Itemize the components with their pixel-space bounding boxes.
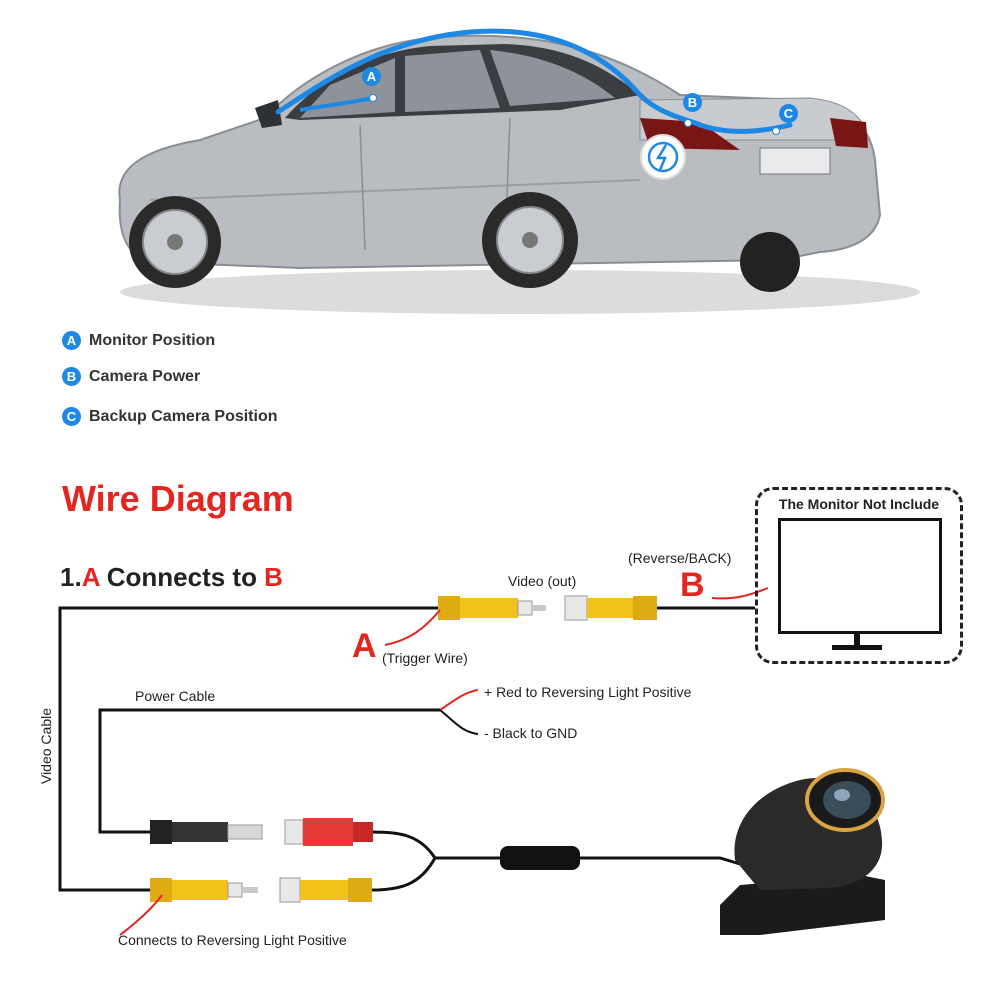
trigger-wire-label: (Trigger Wire)	[382, 650, 468, 666]
car-marker-b: B	[683, 93, 702, 112]
marker-dot-b	[684, 119, 692, 127]
car-illustration	[118, 28, 920, 314]
connection-subtitle: 1.A Connects to B	[60, 562, 283, 593]
b-letter-label: B	[680, 566, 705, 604]
video-cable-label: Video Cable	[38, 707, 55, 785]
legend-item-camera-power: B Camera Power	[62, 367, 200, 386]
legend-item-backup-camera: C Backup Camera Position	[62, 407, 278, 426]
monitor-not-included-box: The Monitor Not Include	[755, 487, 963, 664]
legend-item-monitor: A Monitor Position	[62, 331, 215, 350]
monitor-screen	[778, 518, 942, 634]
monitor-title: The Monitor Not Include	[778, 496, 940, 512]
legend-label: Backup Camera Position	[89, 407, 278, 425]
connects-to-label: Connects to Reversing Light Positive	[118, 932, 347, 948]
reverse-back-label: (Reverse/BACK)	[628, 550, 732, 566]
subtitle-middle: Connects to	[99, 562, 265, 592]
red-positive-label: + Red to Reversing Light Positive	[484, 684, 692, 700]
video-out-label: Video (out)	[508, 573, 577, 589]
subtitle-b: B	[264, 562, 283, 592]
legend-badge-b: B	[62, 367, 81, 386]
legend-badge-a: A	[62, 331, 81, 350]
a-letter-label: A	[352, 627, 377, 665]
monitor-base	[832, 645, 882, 650]
monitor-stand	[854, 631, 860, 645]
marker-dot-c	[772, 127, 780, 135]
car-marker-a: A	[362, 67, 381, 86]
wire-diagram-title: Wire Diagram	[62, 478, 294, 519]
legend-label: Monitor Position	[89, 331, 216, 349]
subtitle-a: A	[81, 562, 100, 592]
car-marker-c: C	[779, 104, 798, 123]
marker-dot-a	[369, 94, 377, 102]
black-gnd-label: - Black to GND	[484, 725, 578, 741]
power-cable-label: Power Cable	[135, 688, 216, 704]
legend-badge-c: C	[62, 407, 81, 426]
subtitle-prefix: 1.	[60, 562, 82, 592]
legend-label: Camera Power	[89, 367, 201, 385]
